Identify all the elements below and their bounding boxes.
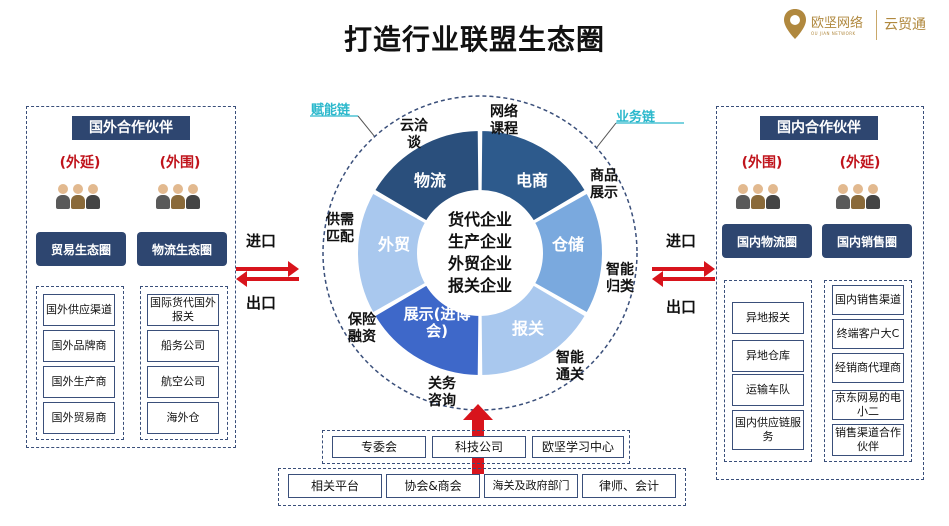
bottom-item: 专委会 — [332, 436, 426, 458]
list-item: 国外品牌商 — [43, 330, 115, 362]
outer-label-smart-classify: 智能归类 — [606, 262, 634, 295]
right-list-group — [724, 280, 812, 462]
wheel-segment-customs — [372, 283, 481, 378]
bottom-row-2 — [278, 468, 686, 506]
outer-label-online-course: 网络课程 — [490, 104, 518, 137]
brand-name: 欧坚网络 — [811, 16, 864, 31]
list-item: 销售渠道合作伙伴 — [832, 424, 904, 456]
right-tag-periphery: (外围) — [741, 155, 783, 171]
list-item: 异地报关 — [732, 302, 804, 334]
domestic-logistics-button[interactable]: 国内物流圈 — [722, 224, 812, 258]
import-label-left: 进口 — [246, 232, 277, 250]
segment-label-ecommerce: 电商 — [515, 171, 548, 190]
list-item: 终端客户大C — [832, 319, 904, 349]
wheel-segment-logistics — [479, 128, 588, 223]
list-item: 国外生产商 — [43, 366, 115, 398]
center-item: 外贸企业 — [447, 254, 512, 273]
list-item: 经销商代理商 — [832, 353, 904, 383]
outer-label-product-display: 商品展示 — [590, 168, 618, 201]
segment-label-warehouse: 仓储 — [552, 235, 585, 254]
business-chain-label: 业务链 — [616, 110, 656, 125]
brand-name-en: OU JIAN NETWORK — [811, 31, 856, 36]
center-enterprise-list: 货代企业 生产企业 外贸企业 报关企业 — [430, 209, 530, 297]
list-item: 海外仓 — [147, 402, 219, 434]
bottom-item: 海关及政府部门 — [484, 474, 578, 498]
list-item: 国外贸易商 — [43, 402, 115, 434]
left-panel-heading: 国外合作伙伴 — [72, 116, 190, 140]
partner-logo: 云贸通 — [884, 6, 926, 42]
center-item: 报关企业 — [447, 276, 512, 295]
trade-ecosystem-button[interactable]: 贸易生态圈 — [36, 232, 126, 266]
outer-label-customs-consulting: 关务咨询 — [428, 376, 456, 409]
segment-label-logistics: 物流 — [413, 171, 446, 190]
logistics-ecosystem-button[interactable]: 物流生态圈 — [137, 232, 227, 266]
bottom-row-1 — [322, 430, 630, 464]
import-label-right: 进口 — [666, 232, 697, 250]
left-list-group — [140, 286, 228, 440]
list-item: 船务公司 — [147, 330, 219, 362]
outer-label-smart-clearance: 智能通关 — [556, 350, 584, 383]
partner-name: 云贸通 — [884, 17, 926, 33]
left-tag-extension: (外延) — [59, 155, 101, 171]
export-label-right: 出口 — [666, 298, 697, 316]
domestic-sales-button[interactable]: 国内销售圈 — [822, 224, 912, 258]
center-item: 生产企业 — [447, 232, 512, 251]
page-title: 打造行业联盟生态圈 — [343, 23, 605, 56]
left-tag-periphery: (外围) — [159, 155, 201, 171]
right-list-group — [824, 280, 912, 462]
empower-chain-label: 赋能链 — [311, 103, 351, 118]
people-group-icon — [56, 184, 100, 209]
brand-logo: 欧坚网络 OU JIAN NETWORK — [782, 6, 863, 42]
segment-label-exhibition: 展示(进博会) — [403, 305, 471, 340]
bottom-item: 协会&商会 — [386, 474, 480, 498]
wheel-segment-warehouse — [479, 283, 588, 378]
left-list-group — [36, 286, 124, 440]
list-item: 运输车队 — [732, 374, 804, 406]
export-label-left: 出口 — [246, 294, 277, 312]
segment-label-customs: 报关 — [511, 319, 544, 338]
people-group-icon — [836, 184, 880, 209]
list-item: 航空公司 — [147, 366, 219, 398]
outer-label-cloud-negotiation: 云洽谈 — [400, 118, 428, 151]
segment-label-foreign-trade: 外贸 — [378, 235, 411, 254]
bottom-item: 欧坚学习中心 — [532, 436, 624, 458]
wheel-segment-foreign-trade — [372, 128, 481, 223]
list-item: 国外供应渠道 — [43, 294, 115, 326]
list-item: 国内供应链服务 — [732, 410, 804, 450]
right-panel-heading: 国内合作伙伴 — [760, 116, 878, 140]
list-item: 国际货代国外报关 — [147, 294, 219, 326]
right-partner-panel — [716, 106, 924, 480]
ecosystem-wheel — [322, 95, 638, 411]
bottom-item: 相关平台 — [288, 474, 382, 498]
wheel-center — [418, 191, 542, 315]
bidirectional-arrow-icon — [652, 261, 715, 287]
logo-divider — [876, 10, 877, 40]
list-item: 国内销售渠道 — [832, 285, 904, 315]
bottom-item: 科技公司 — [432, 436, 526, 458]
outer-label-supply-demand: 供需匹配 — [326, 212, 354, 245]
center-item: 货代企业 — [447, 210, 512, 229]
bottom-item: 律师、会计 — [582, 474, 676, 498]
people-group-icon — [156, 184, 200, 209]
right-tag-extension: (外延) — [839, 155, 881, 171]
outer-label-insurance-finance: 保险融资 — [348, 312, 376, 345]
bidirectional-arrow-icon — [236, 261, 299, 287]
left-partner-panel — [26, 106, 236, 448]
pin-logo-icon — [784, 9, 806, 39]
list-item: 京东网易的电小二 — [832, 390, 904, 420]
people-group-icon — [736, 184, 780, 209]
list-item: 异地仓库 — [732, 340, 804, 372]
